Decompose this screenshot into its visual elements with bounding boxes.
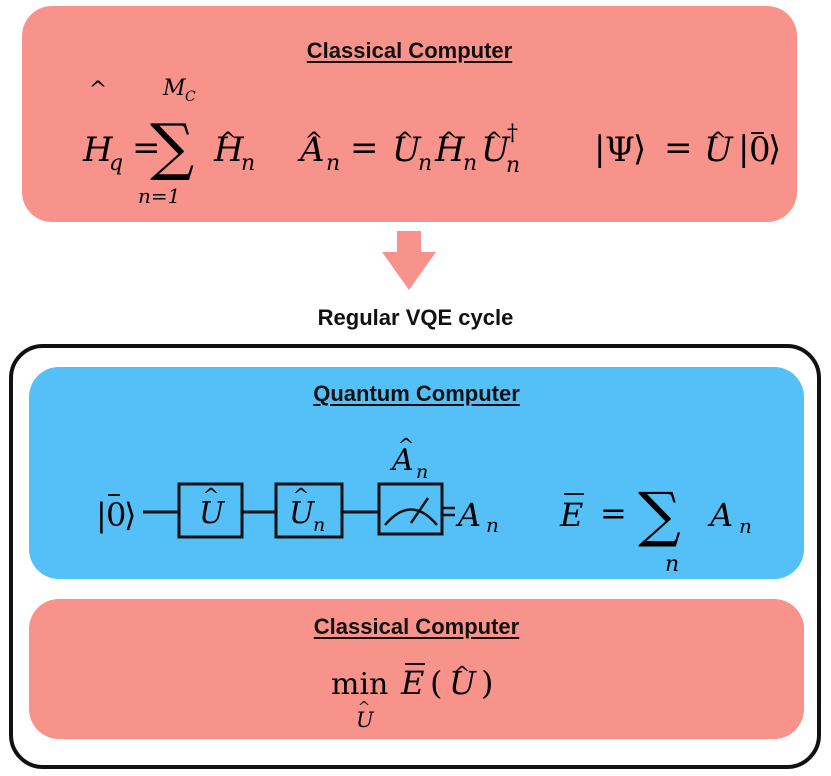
classical-computer-box-bottom: Classical Computer xyxy=(29,599,804,739)
equals-sign: = xyxy=(350,128,379,168)
gate-un-symbol: U xyxy=(289,496,316,531)
zero-symbol: 0 xyxy=(749,130,771,170)
unitary-symbol: U xyxy=(449,664,477,702)
sum-lower-limit: n=1 xyxy=(138,184,180,208)
u-subscript: n xyxy=(418,151,432,176)
energy-equation: E = ∑ n A n xyxy=(559,480,752,577)
gate-u-symbol: U xyxy=(199,496,226,531)
quantum-circuit: | 0 ⟩ ^ U ^ U n ^ A n A n xyxy=(96,433,499,539)
vqe-cycle-frame xyxy=(9,344,821,769)
u-dagger-subscript: n xyxy=(506,153,520,178)
sum-lower-limit: n xyxy=(665,552,679,577)
equals-sign: = xyxy=(132,128,161,168)
classical-computer-title-bottom: Classical Computer xyxy=(313,614,520,639)
measured-operator-symbol: A xyxy=(389,443,414,478)
a-subscript: n xyxy=(326,151,340,176)
u-symbol: U xyxy=(392,130,422,170)
paren-close: ) xyxy=(481,664,493,702)
hat-mark: ^ xyxy=(709,129,727,154)
quantum-computer-title: Quantum Computer xyxy=(313,381,520,406)
sum-upper-limit-sub: C xyxy=(185,89,196,105)
hamiltonian-subscript: q xyxy=(109,151,123,176)
paren-open: ( xyxy=(430,664,442,702)
h-symbol: H xyxy=(434,130,466,170)
min-subscript: U xyxy=(356,708,375,732)
energy-term-symbol: A xyxy=(707,496,733,534)
output-subscript: n xyxy=(486,513,499,537)
meter-arc xyxy=(384,508,438,526)
bra-open: | xyxy=(594,129,605,169)
hamiltonian-equation: ^ H q = M C ∑ n=1 ^ H n xyxy=(82,76,255,208)
quantum-computer-box: Quantum Computer xyxy=(29,367,804,579)
hat-mark: ^ xyxy=(89,78,107,103)
classical-computer-box-top: Classical Computer xyxy=(22,6,797,222)
a-symbol: A xyxy=(297,130,325,170)
hat-mark: ^ xyxy=(485,129,503,154)
minimization-expression: min ^ U E ( ^ U ) xyxy=(331,661,493,732)
energy-term-subscript: n xyxy=(739,514,752,538)
transformed-operator-equation: ^ A n = ^ U n ^ H n ^ U † n xyxy=(297,121,520,178)
hat-mark: ^ xyxy=(398,433,415,457)
input-ket-close: ⟩ xyxy=(124,496,136,534)
input-ket-open: | xyxy=(96,496,107,534)
hat-mark: ^ xyxy=(454,661,471,685)
dagger-mark: † xyxy=(507,121,518,146)
term-symbol: H xyxy=(213,130,245,170)
state-equation: | Ψ ⟩ = ^ U | 0 ⟩ xyxy=(594,128,781,170)
hat-mark: ^ xyxy=(358,698,371,716)
term-subscript: n xyxy=(241,151,255,176)
u-dagger-symbol: U xyxy=(481,130,511,170)
u-symbol: U xyxy=(704,130,734,170)
equals-sign: = xyxy=(600,494,627,532)
down-arrow-icon xyxy=(382,231,436,290)
ket-close: ⟩ xyxy=(768,129,781,169)
hat-mark: ^ xyxy=(396,129,414,154)
hat-mark: ^ xyxy=(219,129,237,154)
meter-needle xyxy=(409,497,430,524)
hamiltonian-symbol: H xyxy=(82,130,114,170)
hat-mark: ^ xyxy=(203,483,220,507)
gate-un-subscript: n xyxy=(313,514,325,536)
equals-sign: = xyxy=(664,128,693,168)
sum-symbol: ∑ xyxy=(638,480,681,550)
h-subscript: n xyxy=(463,151,477,176)
hat-mark: ^ xyxy=(305,129,323,154)
sum-upper-limit: M xyxy=(162,76,186,101)
classical-computer-title-top: Classical Computer xyxy=(306,38,513,63)
vqe-cycle-label: Regular VQE cycle xyxy=(317,305,514,330)
measured-operator-subscript: n xyxy=(416,461,428,483)
ket-open: | xyxy=(738,129,749,169)
ket-close: ⟩ xyxy=(633,129,646,169)
psi-symbol: Ψ xyxy=(605,130,635,170)
energy-symbol: E xyxy=(559,496,583,534)
sum-symbol: ∑ xyxy=(150,110,194,183)
output-symbol: A xyxy=(455,496,481,534)
energy-symbol: E xyxy=(400,664,424,702)
input-ket-zero: 0 xyxy=(106,496,126,534)
min-operator: min xyxy=(331,667,388,702)
hat-mark: ^ xyxy=(293,483,310,507)
hat-mark: ^ xyxy=(440,129,458,154)
